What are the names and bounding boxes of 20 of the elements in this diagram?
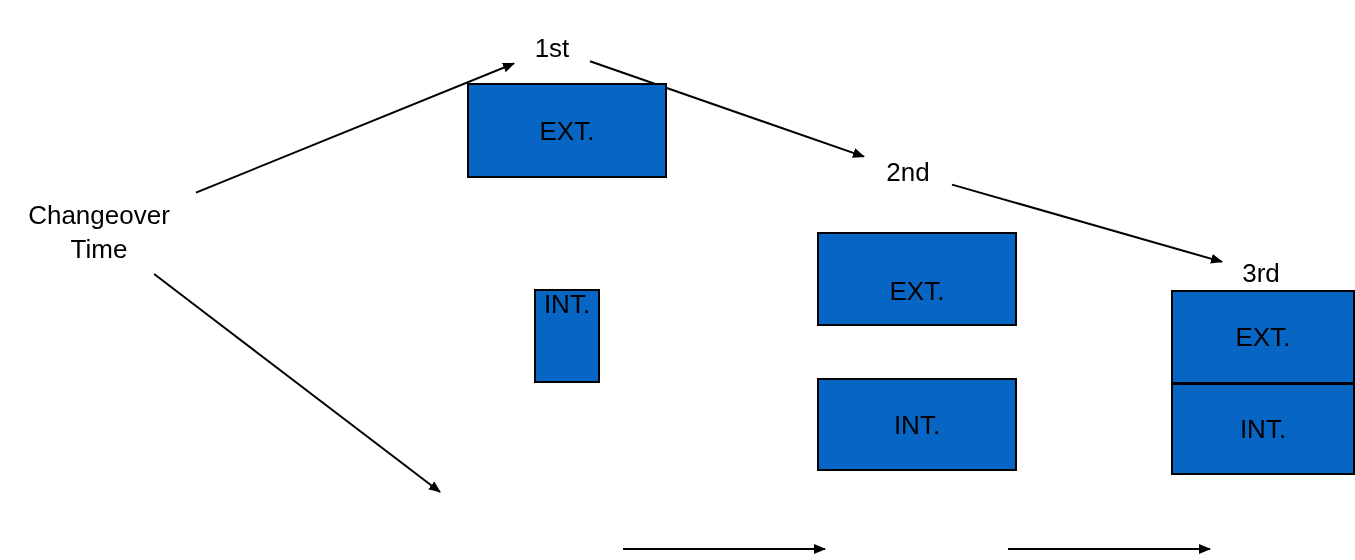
process-box: [1171, 383, 1355, 475]
text-label: 2nd: [886, 156, 930, 189]
box-label: EXT.: [889, 278, 945, 304]
box-label: INT.: [1239, 416, 1287, 442]
box-label: INT.: [543, 291, 591, 317]
text-label: Changeover Time: [27, 199, 171, 266]
box-label: EXT.: [539, 117, 595, 144]
text-label: 3rd: [1242, 257, 1280, 290]
arrow: [589, 60, 865, 158]
process-box: [817, 378, 1017, 471]
arrow: [195, 62, 515, 194]
arrow: [951, 183, 1223, 264]
box-label: EXT.: [1235, 324, 1291, 350]
box-label: INT.: [893, 411, 941, 438]
arrow: [153, 273, 441, 493]
process-box: [1171, 290, 1355, 384]
process-box: [534, 289, 600, 383]
process-box: [467, 83, 667, 178]
text-label: 1st: [534, 32, 570, 65]
process-box: [817, 232, 1017, 326]
